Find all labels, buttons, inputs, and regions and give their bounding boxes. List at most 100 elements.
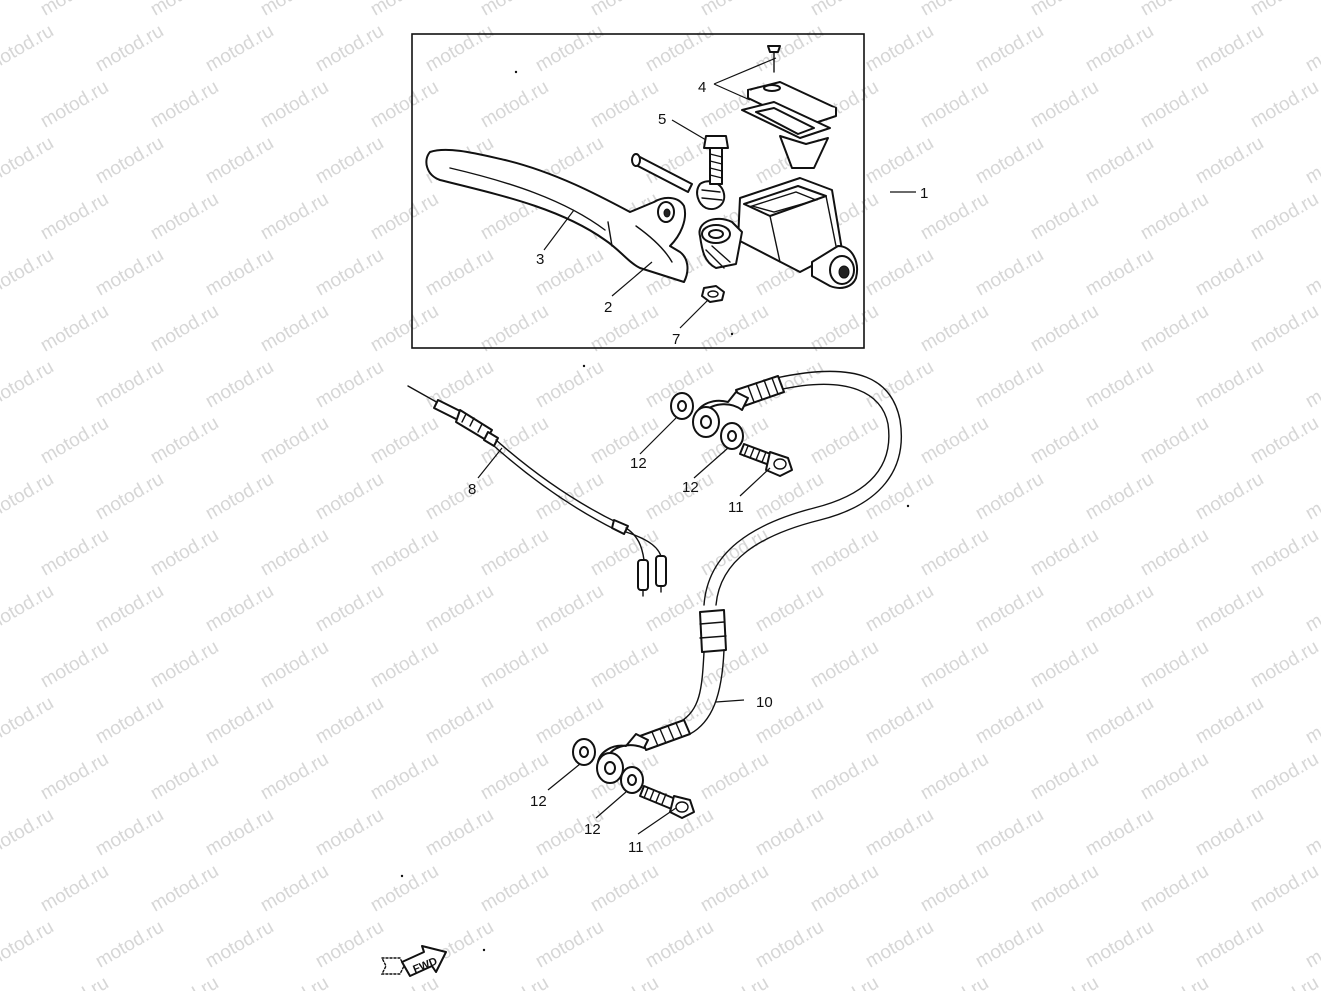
watermark-text: motod.ru xyxy=(367,413,442,469)
reservoir-cap-set xyxy=(741,45,837,169)
watermark-text: motod.ru xyxy=(1192,581,1267,637)
watermark-text: motod.ru xyxy=(532,21,607,77)
watermark-text: motod.ru xyxy=(1137,637,1212,693)
watermark-text: motod.ru xyxy=(92,21,167,77)
watermark-text: motod.ru xyxy=(587,77,662,133)
watermark-text: motod.ru xyxy=(147,861,222,917)
union-bolt-upper xyxy=(739,443,793,477)
watermark-text: motod.ru xyxy=(147,301,222,357)
watermark-text: motod.ru xyxy=(1137,301,1212,357)
watermark-text: motod.ru xyxy=(0,357,57,413)
watermark-text: motod.ru xyxy=(1082,693,1157,749)
washer-upper-a xyxy=(670,392,694,420)
watermark-text: motod.ru xyxy=(1247,973,1321,991)
callout-12-lower-b: 12 xyxy=(584,821,601,838)
watermark-text: motod.ru xyxy=(1247,861,1321,917)
forward-direction-symbol: FWD xyxy=(380,945,447,977)
watermark-text: motod.ru xyxy=(1302,133,1321,189)
watermark-text: motod.ru xyxy=(1247,301,1321,357)
watermark-text: motod.ru xyxy=(917,413,992,469)
washer-lower-a xyxy=(572,738,596,766)
watermark-text: motod.ru xyxy=(587,0,662,20)
watermark-text: motod.ru xyxy=(697,0,772,20)
watermark-text: motod.ru xyxy=(477,77,552,133)
lever-nut xyxy=(701,285,725,303)
watermark-text: motod.ru xyxy=(92,245,167,301)
watermark-text: motod.ru xyxy=(37,749,112,805)
watermark-text: motod.ru xyxy=(257,749,332,805)
watermark-text: motod.ru xyxy=(92,917,167,973)
watermark-text: motod.ru xyxy=(1192,21,1267,77)
watermark-text: motod.ru xyxy=(862,357,937,413)
watermark-text: motod.ru xyxy=(917,749,992,805)
watermark-text: motod.ru xyxy=(1302,917,1321,973)
watermark-text: motod.ru xyxy=(477,637,552,693)
watermark-text: motod.ru xyxy=(1247,77,1321,133)
watermark-text: motod.ru xyxy=(257,525,332,581)
callout-11-upper: 11 xyxy=(728,499,744,516)
watermark-text: motod.ru xyxy=(422,581,497,637)
assembly-frame xyxy=(411,33,865,349)
watermark-text: motod.ru xyxy=(697,973,772,991)
brake-lever xyxy=(425,148,689,283)
watermark-text: motod.ru xyxy=(257,413,332,469)
watermark-text: motod.ru xyxy=(367,525,442,581)
watermark-text: motod.ru xyxy=(367,973,442,991)
watermark-text: motod.ru xyxy=(147,749,222,805)
watermark-text: motod.ru xyxy=(532,357,607,413)
watermark-text: motod.ru xyxy=(37,973,112,991)
watermark-text: motod.ru xyxy=(1137,861,1212,917)
callout-8: 8 xyxy=(468,481,476,498)
watermark-text: motod.ru xyxy=(0,525,2,581)
watermark-text: motod.ru xyxy=(1027,749,1102,805)
watermark-text: motod.ru xyxy=(0,917,57,973)
watermark-text: motod.ru xyxy=(752,917,827,973)
watermark-text: motod.ru xyxy=(37,301,112,357)
watermark-text: motod.ru xyxy=(1192,357,1267,413)
callout-5: 5 xyxy=(658,111,666,128)
watermark-text: motod.ru xyxy=(972,245,1047,301)
watermark-text: motod.ru xyxy=(202,133,277,189)
watermark-text: motod.ru xyxy=(1027,301,1102,357)
watermark-text: motod.ru xyxy=(532,917,607,973)
watermark-text: motod.ru xyxy=(1082,581,1157,637)
watermark-text: motod.ru xyxy=(752,21,827,77)
watermark-text: motod.ru xyxy=(1137,973,1212,991)
watermark-text: motod.ru xyxy=(1137,749,1212,805)
watermark-text: motod.ru xyxy=(312,805,387,861)
watermark-text: motod.ru xyxy=(367,637,442,693)
watermark-text: motod.ru xyxy=(202,693,277,749)
watermark-text: motod.ru xyxy=(917,0,992,20)
watermark-text: motod.ru xyxy=(367,77,442,133)
watermark-text: motod.ru xyxy=(587,413,662,469)
watermark-text: motod.ru xyxy=(862,245,937,301)
watermark-text: motod.ru xyxy=(862,581,937,637)
watermark-text: motod.ru xyxy=(202,805,277,861)
watermark-text: motod.ru xyxy=(1247,749,1321,805)
watermark-text: motod.ru xyxy=(1192,133,1267,189)
watermark-text: motod.ru xyxy=(862,693,937,749)
callout-7: 7 xyxy=(672,331,680,348)
watermark-text: motod.ru xyxy=(1082,469,1157,525)
watermark-text: motod.ru xyxy=(862,21,937,77)
watermark-text: motod.ru xyxy=(1247,0,1321,20)
watermark-text: motod.ru xyxy=(0,861,2,917)
watermark-text: motod.ru xyxy=(92,693,167,749)
watermark-text: motod.ru xyxy=(147,525,222,581)
watermark-text: motod.ru xyxy=(1027,77,1102,133)
watermark-text: motod.ru xyxy=(752,581,827,637)
callout-4: 4 xyxy=(698,79,706,96)
watermark-text: motod.ru xyxy=(1137,413,1212,469)
master-cylinder-body xyxy=(698,177,858,289)
watermark-text: motod.ru xyxy=(92,357,167,413)
watermark-text: motod.ru xyxy=(917,861,992,917)
watermark-text: motod.ru xyxy=(257,189,332,245)
watermark-text: motod.ru xyxy=(1027,189,1102,245)
watermark-text: motod.ru xyxy=(422,805,497,861)
watermark-text: motod.ru xyxy=(202,469,277,525)
watermark-text: motod.ru xyxy=(1247,525,1321,581)
watermark-text: motod.ru xyxy=(367,0,442,20)
watermark-text: motod.ru xyxy=(1027,861,1102,917)
watermark-text: motod.ru xyxy=(1192,805,1267,861)
watermark-text: motod.ru xyxy=(1192,693,1267,749)
